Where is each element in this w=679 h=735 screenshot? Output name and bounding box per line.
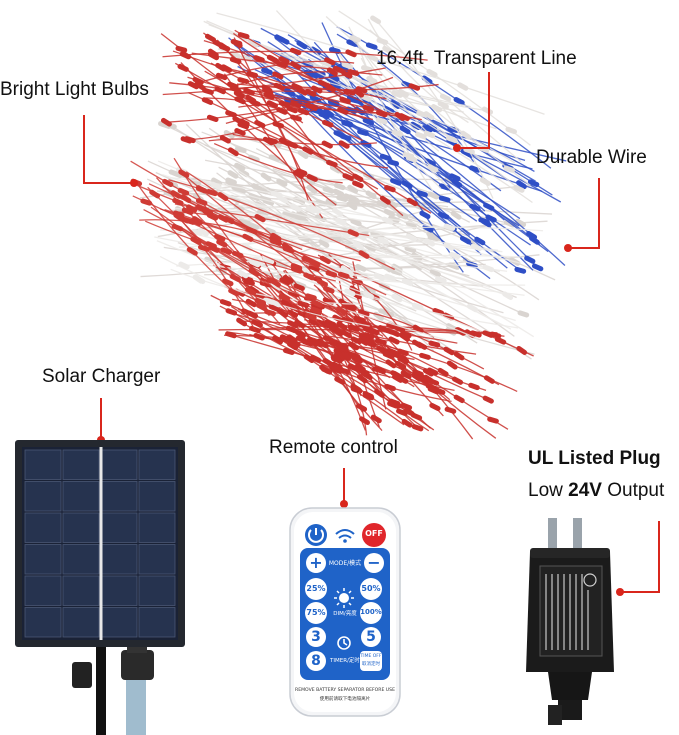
remote-off-label[interactable]: OFF xyxy=(365,529,383,538)
remote-footer-cn-text: 使用前请取下电池隔离片 xyxy=(319,697,371,702)
callout-line-transparent xyxy=(457,72,490,149)
remote-25-button[interactable]: 25% xyxy=(306,584,326,593)
remote-8-button[interactable]: 8 xyxy=(311,653,321,669)
wifi-icon xyxy=(335,529,355,539)
label-bright-light-bulbs: Bright Light Bulbs xyxy=(0,79,149,100)
callout-dot-remote xyxy=(340,500,348,508)
label-low-prefix: Low xyxy=(528,480,569,501)
remote-mode-label[interactable]: MODE/模式 xyxy=(328,560,362,567)
remote-50-button[interactable]: 50% xyxy=(361,584,381,593)
callout-dot-transparent xyxy=(453,144,461,152)
remote-100-button[interactable]: 100% xyxy=(360,608,382,616)
callout-line-ul xyxy=(620,521,660,593)
remote-minus-button[interactable]: − xyxy=(367,553,381,572)
remote-time-off-button[interactable]: TIME OFF xyxy=(360,654,382,659)
callout-line-durable xyxy=(568,178,600,249)
label-remote-control: Remote control xyxy=(269,437,398,458)
remote-dim-label: DIM/亮度 xyxy=(333,611,357,617)
label-solar-charger: Solar Charger xyxy=(42,366,161,387)
remote-time-off-cn-label: 取消定时 xyxy=(362,662,380,667)
remote-75-button[interactable]: 75% xyxy=(306,608,326,617)
label-transparent-line: 16.4ft Transparent Line xyxy=(376,48,577,69)
sun-icon xyxy=(339,593,349,603)
remote-3-button[interactable]: 3 xyxy=(311,629,321,645)
label-voltage: 24V xyxy=(568,480,602,501)
callout-dot-ul xyxy=(616,588,624,596)
remote-plus-button[interactable]: + xyxy=(309,553,323,572)
remote-footer-text: REMOVE BATTERY SEPARATOR BEFORE USE xyxy=(295,688,395,693)
callout-dot-durable xyxy=(564,244,572,252)
label-ul-listed-plug: UL Listed Plug xyxy=(528,448,661,469)
callout-dot-bulbs xyxy=(130,179,138,187)
remote-5-button[interactable]: 5 xyxy=(366,629,376,645)
label-low-voltage-output: Low 24V Output xyxy=(528,480,664,502)
alarm-clock-icon xyxy=(337,636,351,650)
callout-line-bulbs xyxy=(83,115,134,184)
label-output-suffix: Output xyxy=(601,480,665,501)
remote-timer-label: TIMER/定时 xyxy=(330,658,360,664)
label-durable-wire: Durable Wire xyxy=(536,147,647,168)
